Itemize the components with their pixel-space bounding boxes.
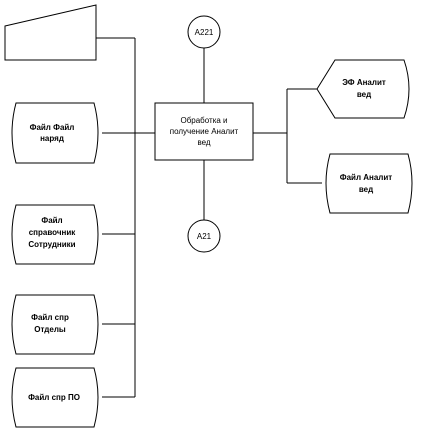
file-analit-outline bbox=[325, 153, 413, 214]
file-sotrudniki-outline bbox=[11, 204, 99, 265]
file-otdely-outline bbox=[11, 294, 99, 355]
file-sotrudniki-shape: Файл справочник Сотрудники bbox=[11, 204, 99, 265]
connector-bottom-circle bbox=[187, 219, 221, 253]
file-sotrudniki-label-2: справочник bbox=[29, 228, 77, 237]
ef-analit-outline bbox=[316, 59, 410, 119]
manual-input-shape bbox=[4, 4, 97, 61]
connector-top-label: А221 bbox=[195, 28, 214, 37]
process-label-line-2: получение Аналит bbox=[170, 127, 239, 136]
file-otdely-shape: Файл спр Отделы bbox=[11, 294, 99, 355]
file-naryad-label-1: Файл Файл bbox=[30, 123, 75, 132]
file-naryad-outline bbox=[11, 102, 99, 164]
connector-bottom-label: А21 bbox=[197, 232, 212, 241]
connector-top-circle bbox=[187, 15, 221, 49]
file-analit-label-2: вед bbox=[359, 185, 373, 194]
connector-top: А221 bbox=[187, 15, 221, 49]
ef-analit-shape: ЭФ Аналит вед bbox=[316, 59, 410, 119]
file-po-outline bbox=[11, 367, 99, 428]
ef-analit-label-2: вед bbox=[357, 90, 371, 99]
file-naryad-shape: Файл Файл наряд bbox=[11, 102, 99, 164]
connector-bottom: А21 bbox=[187, 219, 221, 253]
process-box-outline bbox=[154, 102, 254, 161]
process-label-line-3: вед bbox=[197, 138, 210, 147]
file-sotrudniki-label-3: Сотрудники bbox=[28, 240, 75, 249]
file-analit-shape: Файл Аналит вед bbox=[325, 153, 413, 214]
file-sotrudniki-label-1: Файл bbox=[41, 216, 62, 225]
manual-input-outline bbox=[4, 4, 97, 61]
process-label-line-1: Обработка и bbox=[180, 116, 227, 125]
file-otdely-label-1: Файл спр bbox=[31, 313, 69, 322]
file-analit-label-1: Файл Аналит bbox=[340, 173, 393, 182]
file-naryad-label-2: наряд bbox=[40, 134, 64, 143]
file-otdely-label-2: Отделы bbox=[34, 325, 66, 334]
file-po-shape: Файл спр ПО bbox=[11, 367, 99, 428]
file-po-label-1: Файл спр ПО bbox=[28, 393, 80, 402]
process-box: Обработка и получение Аналит вед bbox=[154, 102, 254, 161]
ef-analit-label-1: ЭФ Аналит bbox=[342, 78, 386, 87]
connector-lines bbox=[96, 37, 322, 398]
